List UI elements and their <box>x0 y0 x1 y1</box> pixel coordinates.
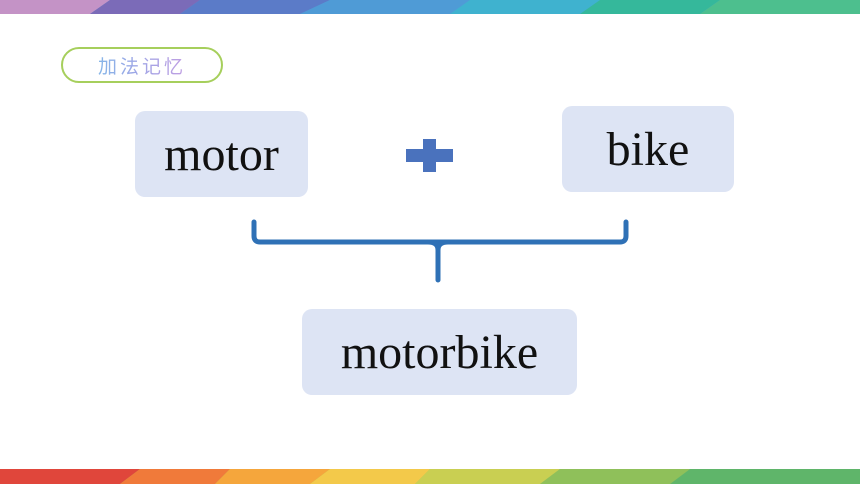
word-result-text: motorbike <box>340 325 539 379</box>
bottom-decorative-strip <box>0 469 860 484</box>
word-second-text: bike <box>606 122 690 176</box>
plus-icon <box>406 139 453 172</box>
top-decorative-strip <box>0 0 860 14</box>
brace-icon <box>251 219 629 283</box>
word-box-first: motor <box>135 111 308 197</box>
word-box-result: motorbike <box>302 309 577 395</box>
method-tag-label: 加法记忆 <box>98 52 186 79</box>
method-tag: 加法记忆 <box>61 47 223 83</box>
top-strip-graphic <box>0 0 860 14</box>
word-box-second: bike <box>562 106 734 192</box>
bottom-strip-graphic <box>0 469 860 484</box>
word-first-text: motor <box>164 127 279 181</box>
